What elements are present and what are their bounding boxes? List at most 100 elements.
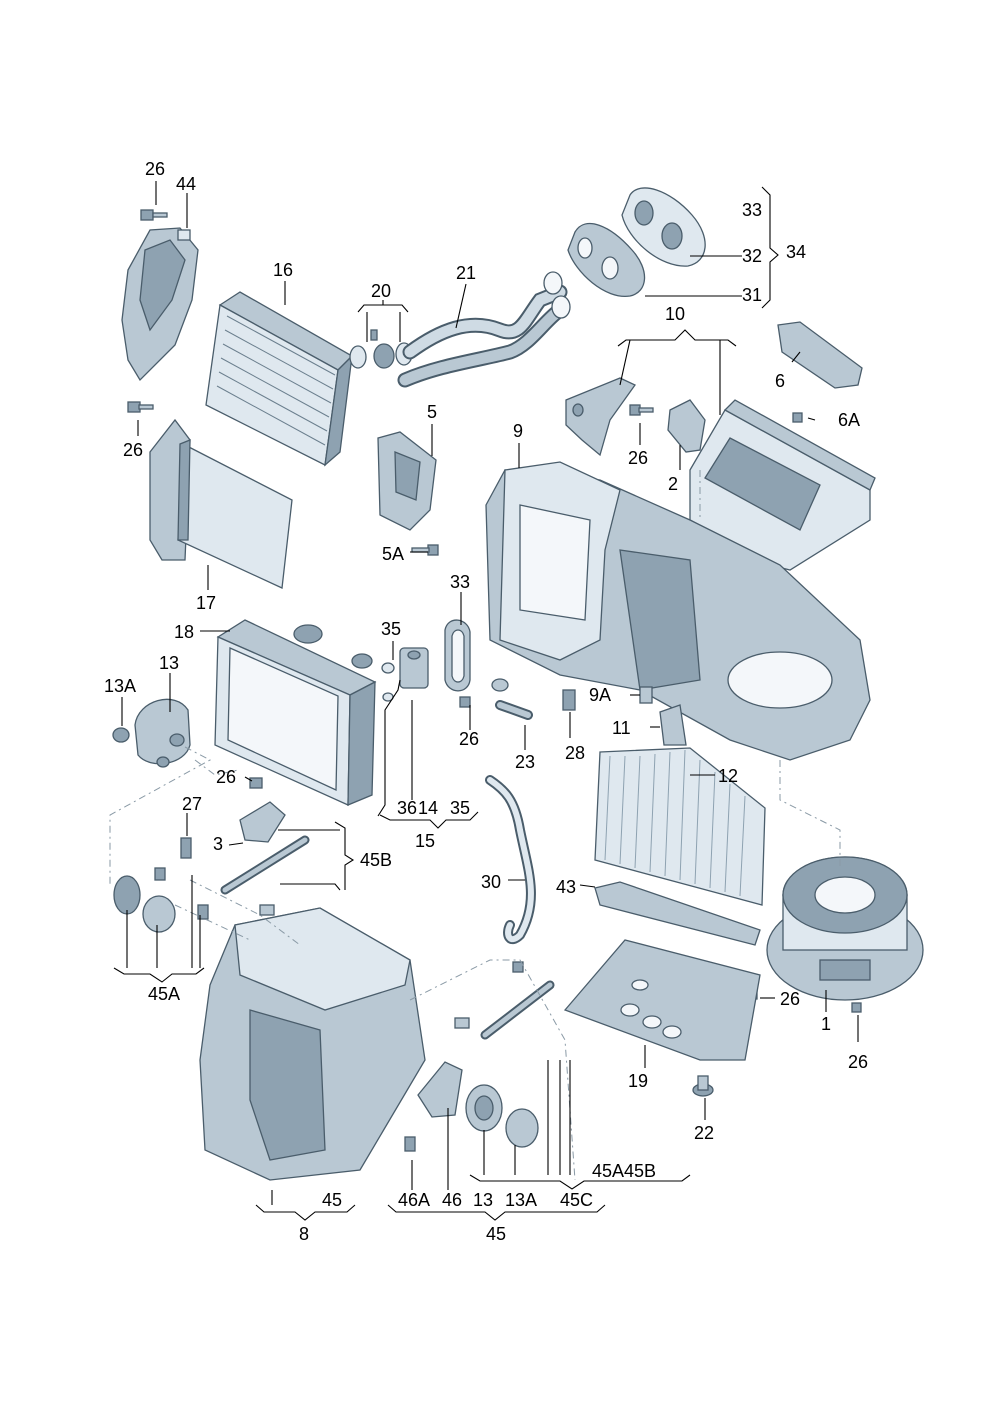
- servo-3-part: [239, 777, 286, 843]
- servomotor-13-part: [134, 698, 191, 768]
- label-26-top: 26: [145, 159, 165, 179]
- label-45-right-of-8: 45: [322, 1190, 342, 1210]
- label-27: 27: [182, 794, 202, 814]
- seal-33-part: [444, 619, 471, 692]
- label-17: 17: [196, 593, 216, 613]
- label-28: 28: [565, 743, 585, 763]
- label-44: 44: [176, 174, 196, 194]
- screw-26-pipe-part: [459, 696, 471, 708]
- screw-22-part: [692, 1075, 714, 1097]
- label-26-servo: 26: [628, 448, 648, 468]
- label-35-top: 35: [381, 619, 401, 639]
- label-20: 20: [371, 281, 391, 301]
- screw-27-part: [180, 837, 192, 859]
- nut-13A-part: [112, 727, 130, 743]
- heat-exchanger-18-part: [214, 619, 377, 806]
- bracket-5-part: [377, 431, 437, 531]
- assembly-reference-lines: [109, 470, 841, 1181]
- pipe-23-part: [491, 678, 533, 720]
- leader-lines: [113, 181, 859, 1221]
- label-45-bottom: 45: [486, 1224, 506, 1244]
- coolant-pipes-21-part: [397, 271, 571, 388]
- blower-1-part: [766, 856, 924, 1001]
- heat-exchanger-16-part: [205, 291, 354, 467]
- label-19: 19: [628, 1071, 648, 1091]
- lever-45C-part: [454, 961, 555, 1040]
- screw-26-top-part: [140, 209, 168, 221]
- label-31: 31: [742, 285, 762, 305]
- label-13-left: 13: [159, 653, 179, 673]
- label-3: 3: [213, 834, 223, 854]
- label-43: 43: [556, 877, 576, 897]
- label-13A-left: 13A: [104, 676, 136, 696]
- frame-43-part: [594, 881, 761, 946]
- label-23: 23: [515, 752, 535, 772]
- servo-bracket-10-part: [565, 377, 636, 457]
- clip-9A-part: [639, 686, 653, 704]
- label-12: 12: [718, 766, 738, 786]
- evaporator-17-part: [149, 418, 293, 589]
- label-45C: 45C: [560, 1190, 593, 1210]
- label-30: 30: [481, 872, 501, 892]
- label-11: 11: [612, 718, 631, 738]
- housing-8-part: [199, 907, 426, 1181]
- label-26-bottom: 26: [848, 1052, 868, 1072]
- screw-26-upper-part: [127, 401, 154, 413]
- gasket-32-part: [621, 187, 706, 267]
- air-conditioner-housing-9-part: [485, 461, 871, 761]
- label-22: 22: [694, 1123, 714, 1143]
- label-45A-left: 45A: [148, 984, 180, 1004]
- label-6A: 6A: [838, 410, 860, 430]
- expansion-valve-14-part: [381, 647, 429, 702]
- label-36: 36: [397, 798, 417, 818]
- label-46A: 46A: [398, 1190, 430, 1210]
- label-9A: 9A: [589, 685, 611, 705]
- label-26-blower: 26: [780, 989, 800, 1009]
- lever-45B-part: [220, 835, 310, 916]
- screw-6A-part: [792, 412, 803, 423]
- label-18: 18: [174, 622, 194, 642]
- hose-30-part: [485, 775, 536, 945]
- label-15: 15: [415, 831, 435, 851]
- callout-labels: 26 44 16 20 21 33 32 34 31 10 6 6A 26 5 …: [104, 159, 868, 1244]
- label-10: 10: [665, 304, 685, 324]
- label-5: 5: [427, 402, 437, 422]
- label-14: 14: [418, 798, 438, 818]
- screw-5A-part: [411, 544, 439, 556]
- gasket-31-part: [567, 222, 646, 297]
- label-8: 8: [299, 1224, 309, 1244]
- holder-6-part: [777, 321, 863, 389]
- seal-11-part: [659, 704, 687, 746]
- label-9: 9: [513, 421, 523, 441]
- screw-26-mid-part: [629, 404, 654, 416]
- servomotor-13-lower-part: [465, 1084, 539, 1148]
- label-13-bottom: 13: [473, 1190, 493, 1210]
- label-46: 46: [442, 1190, 462, 1210]
- clamp-20-part: [349, 329, 413, 369]
- label-26-mid: 26: [216, 767, 236, 787]
- bracket-44-part: [121, 227, 199, 382]
- label-26-left: 26: [123, 440, 143, 460]
- label-45A45B: 45A45B: [592, 1161, 656, 1181]
- label-5A: 5A: [382, 544, 404, 564]
- label-21: 21: [456, 263, 476, 283]
- dust-filter-12-part: [594, 747, 766, 906]
- label-6: 6: [775, 371, 785, 391]
- cover-19-part: [563, 939, 761, 1061]
- screw-46A-part: [404, 1136, 416, 1152]
- bracket-46-part: [417, 1061, 463, 1118]
- label-34: 34: [786, 242, 806, 262]
- label-2: 2: [668, 474, 678, 494]
- label-33-seal: 33: [450, 572, 470, 592]
- air-distribution-housing-part: [689, 399, 876, 571]
- label-1: 1: [821, 1014, 831, 1034]
- label-33-gasket: 33: [742, 200, 762, 220]
- label-45B: 45B: [360, 850, 392, 870]
- drain-28-part: [562, 689, 576, 711]
- label-32: 32: [742, 246, 762, 266]
- bracket-2-part: [667, 399, 706, 453]
- label-13A-bottom: 13A: [505, 1190, 537, 1210]
- label-26-pipe: 26: [459, 729, 479, 749]
